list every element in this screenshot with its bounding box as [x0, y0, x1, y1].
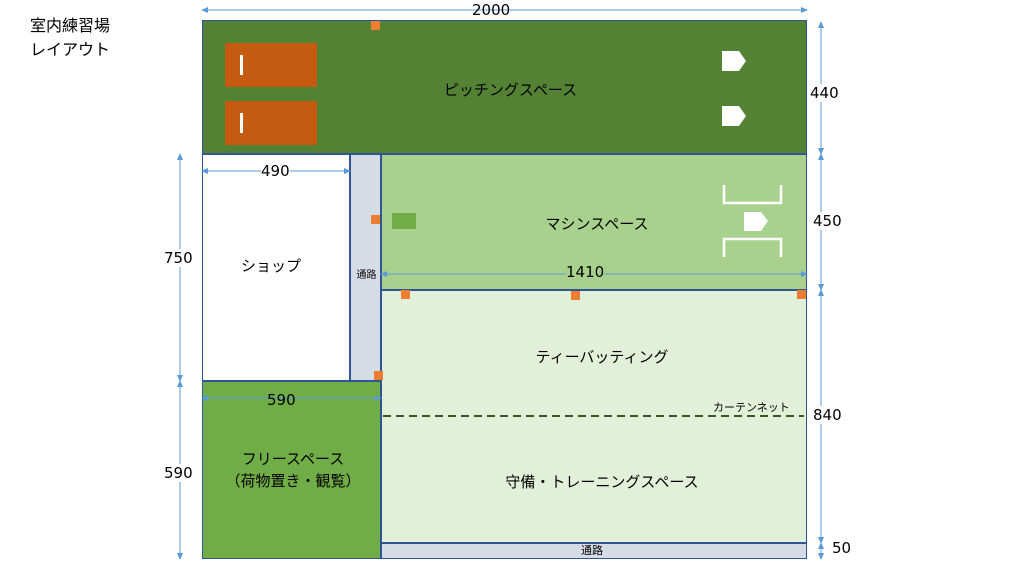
aisle-bottom: 通路 [381, 543, 807, 559]
defense-training-label: 守備・トレーニングスペース [505, 473, 699, 491]
dim-free-height: 590 [164, 464, 193, 482]
pitching-machine-icon [392, 213, 416, 229]
pitcher-plate-icon [240, 113, 243, 133]
camera-marker-icon [371, 21, 380, 30]
dim-pitching-height: 440 [810, 84, 839, 102]
camera-marker-icon [371, 215, 380, 224]
dim-shop-height: 750 [164, 249, 193, 267]
curtain-net-label: カーテンネット [713, 401, 790, 414]
camera-marker-icon [401, 290, 410, 299]
pitcher-plate-icon [240, 55, 243, 75]
tee-batting-label: ティーバッティング [535, 348, 669, 366]
dim-batting-height: 840 [813, 406, 842, 424]
home-plate-icon [722, 51, 746, 71]
aisle-vertical-label: 通路 [356, 270, 377, 281]
shop-label: ショップ [240, 257, 301, 275]
home-plate-icon [722, 106, 746, 126]
aisle-vertical: 通路 [350, 154, 381, 381]
home-plate-icon [744, 212, 768, 231]
dim-machine-width: 1410 [566, 263, 605, 281]
dim-shop-width: 490 [261, 162, 290, 180]
batting-box-icon [722, 185, 783, 257]
camera-marker-icon [374, 371, 383, 380]
aisle-bottom-label: 通路 [581, 544, 603, 557]
free-space: フリースペース （荷物置き・観覧） [202, 381, 381, 559]
shop-area: ショップ [202, 154, 350, 381]
dim-machine-height: 450 [813, 212, 842, 230]
free-space-label: フリースペース （荷物置き・観覧） [225, 450, 361, 490]
camera-marker-icon [571, 291, 580, 300]
machine-space-label: マシンスペース [545, 215, 649, 233]
diagram-title: 室内練習場 レイアウト [30, 16, 111, 59]
dim-aisle-height: 50 [832, 539, 852, 557]
dim-top-width: 2000 [472, 1, 511, 19]
pitching-space-label: ピッチングスペース [443, 81, 578, 99]
dim-free-width: 590 [267, 391, 296, 409]
camera-marker-icon [797, 290, 806, 299]
